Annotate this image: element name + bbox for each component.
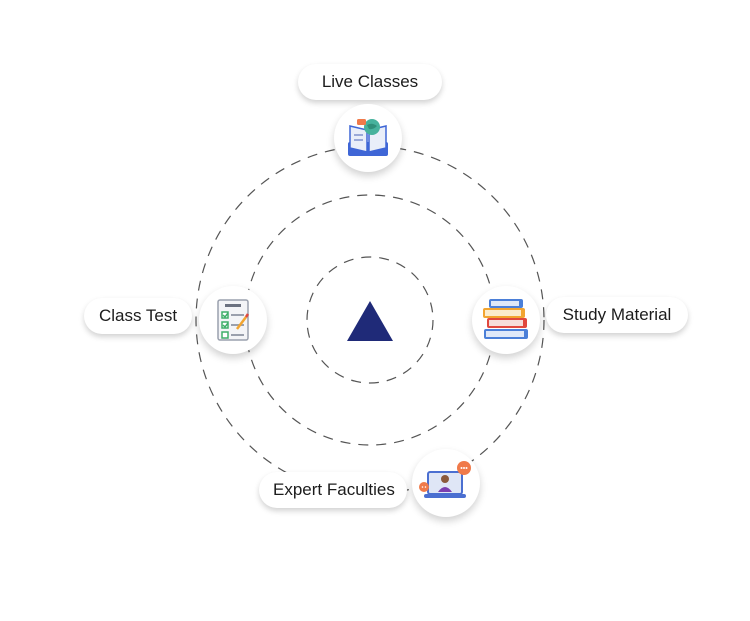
class-test-label: Class Test: [84, 298, 192, 334]
expert-faculties-badge: [412, 449, 480, 517]
open-book-globe-icon: [348, 119, 388, 156]
study-material-label: Study Material: [546, 297, 688, 333]
live-classes-label: Live Classes: [298, 64, 442, 100]
live-classes-badge: [334, 104, 402, 172]
center-logo-triangle-icon: [347, 301, 393, 341]
study-material-badge: [472, 286, 540, 354]
class-test-badge: [199, 286, 267, 354]
checklist-icon: [217, 299, 250, 341]
book-stack-icon: [483, 299, 528, 339]
inner-ring: [306, 256, 434, 384]
teacher-laptop-icon: [419, 461, 471, 498]
expert-faculties-label: Expert Faculties: [259, 472, 407, 508]
